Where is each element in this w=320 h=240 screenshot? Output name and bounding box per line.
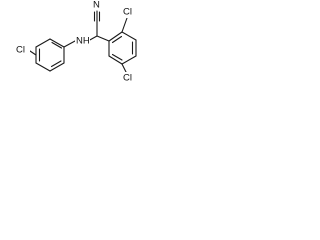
bond [35,62,51,72]
chlorine-bottom-label: Cl [123,73,132,84]
nitrile-nitrogen-label: N [93,0,100,11]
bond-ch-to-ring [96,35,110,42]
dichlorophenyl-ring [108,31,137,65]
bond-ring-to-nh [63,40,76,48]
amine-nh-label: NH [76,36,90,47]
chlorine-left-label: Cl [16,45,25,56]
bond-ring-to-cl-left [29,50,37,56]
bond [49,62,65,72]
bond [121,31,137,41]
double-bond-inner [111,53,123,61]
bond [49,38,65,48]
bond [35,38,51,48]
double-bond-inner [111,35,123,44]
bond [108,31,123,42]
bond [108,55,123,65]
chemical-structure-diagram: N Cl Cl Cl NH [14,0,137,84]
bond-ring-to-cl-top [121,17,128,33]
double-bond-inner [51,41,63,49]
bond [121,55,137,65]
double-bond-inner [50,60,62,68]
chlorine-top-label: Cl [123,7,132,18]
chlorophenyl-ring [35,38,65,72]
